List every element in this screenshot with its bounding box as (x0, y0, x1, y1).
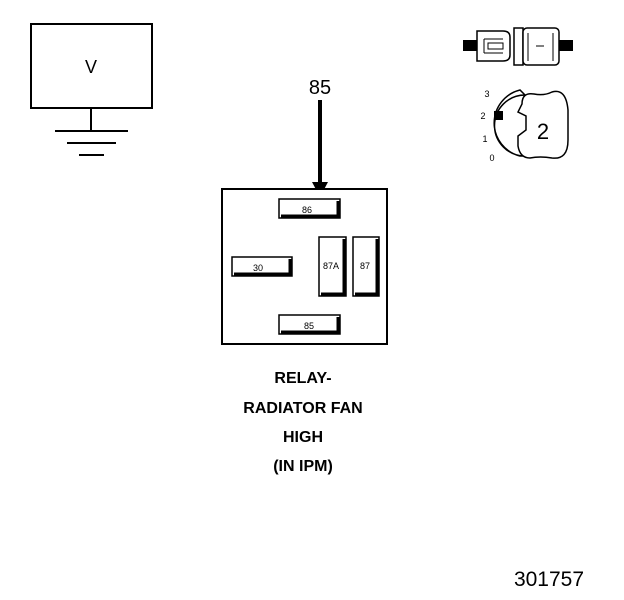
terminal-87: 87 (352, 236, 380, 297)
voltmeter-label: V (85, 57, 97, 77)
switch-position-2: 2 (480, 111, 485, 121)
figure-id: 301757 (514, 568, 584, 591)
relay: 86 30 87A 87 85 (221, 188, 388, 345)
terminal-30-label: 30 (253, 263, 263, 273)
caption-line-1: RELAY- (274, 370, 331, 387)
caption-line-4: (IN IPM) (273, 458, 333, 475)
terminal-86-label: 86 (302, 205, 312, 215)
switch-position-3: 3 (484, 89, 489, 99)
voltmeter: V (30, 23, 153, 156)
switch-knob-icon (493, 89, 569, 159)
switch-position-1: 1 (482, 134, 487, 144)
switch-selected-position: 2 (537, 119, 549, 144)
terminal-85: 85 (278, 314, 341, 335)
terminal-87a-label: 87A (323, 261, 339, 271)
caption-line-2: RADIATOR FAN (243, 400, 362, 417)
caption-line-3: HIGH (283, 429, 323, 446)
relay-caption: RELAY- RADIATOR FAN HIGH (IN IPM) (243, 370, 362, 475)
connector-icon (463, 27, 573, 66)
terminal-30: 30 (231, 256, 293, 277)
terminal-87-label: 87 (360, 261, 370, 271)
terminal-85-label: 85 (304, 321, 314, 331)
rotary-switch: 3 2 1 0 2 (480, 89, 569, 163)
probe-arrow-icon (312, 100, 328, 197)
terminal-87a: 87A (318, 236, 347, 297)
terminal-86: 86 (278, 198, 341, 219)
ground-icon (55, 108, 128, 156)
switch-position-0: 0 (489, 153, 494, 163)
probe-terminal-label: 85 (309, 77, 331, 99)
